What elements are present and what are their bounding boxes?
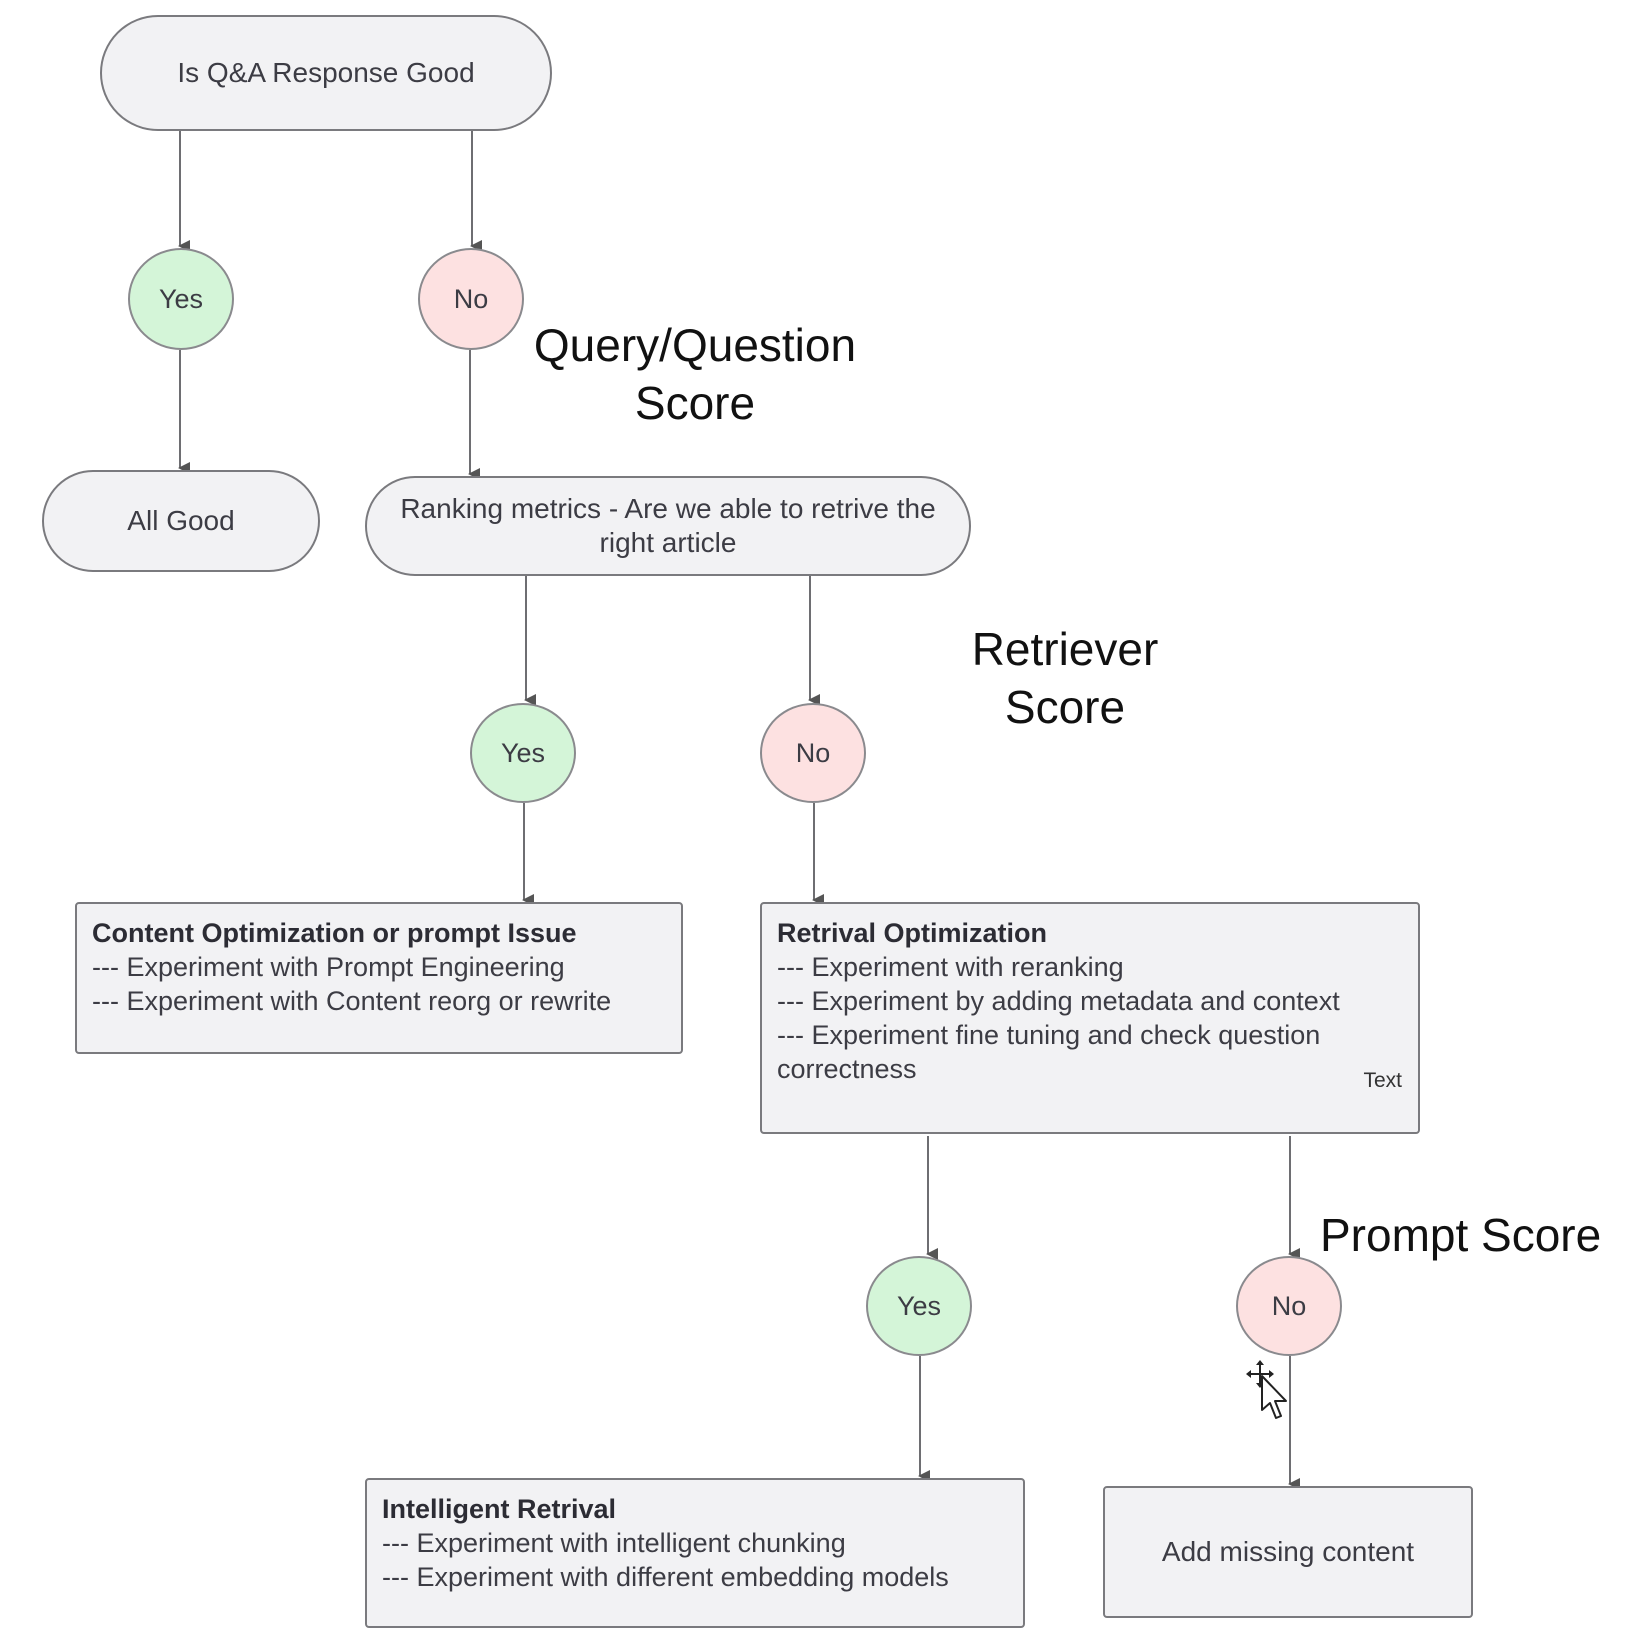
retrival-optimization-item: --- Experiment with reranking [777,952,1124,982]
retriever-score-line2: Score [1004,681,1126,733]
intelligent-retrival-item: --- Experiment with intelligent chunking [382,1528,846,1558]
level3-no-text: No [1271,1291,1307,1321]
query-score-line2: Score [634,377,756,429]
ranking-metrics-line2: right article [599,527,737,558]
level1-no-text: No [453,284,489,314]
all-good-text: All Good [127,505,235,536]
root-question-text: Is Q&A Response Good [177,57,475,88]
retrival-optimization-item: --- Experiment fine tuning and check que… [777,1020,1321,1084]
retriever-score-label: Retriever Score [940,620,1190,736]
intelligent-retrival-item: --- Experiment with different embedding … [382,1562,949,1592]
retrival-optimization-title: Retrival Optimization [777,918,1048,948]
move-cursor-icon [1246,1360,1287,1419]
retrival-optimization-item: --- Experiment by adding metadata and co… [777,986,1340,1016]
level2-no-node: No [760,703,866,803]
level1-yes-node: Yes [128,248,234,350]
level1-yes-text: Yes [158,284,204,314]
level2-no-text: No [795,738,831,768]
text-tag: Text [1363,1069,1402,1092]
level3-yes-node: Yes [866,1256,972,1356]
content-optimization-box: Content Optimization or prompt Issue ---… [75,902,683,1054]
query-score-line1: Query/Question [533,319,857,371]
intelligent-retrival-box: Intelligent Retrival --- Experiment with… [365,1478,1025,1628]
root-question-node: Is Q&A Response Good [100,15,552,131]
level2-yes-text: Yes [500,738,546,768]
add-missing-content-box: Add missing content [1103,1486,1473,1618]
level1-no-node: No [418,248,524,350]
all-good-node: All Good [42,470,320,572]
level3-no-node: No [1236,1256,1342,1356]
prompt-score-label: Prompt Score [1320,1206,1630,1264]
query-question-score-label: Query/Question Score [520,316,870,432]
level3-yes-text: Yes [896,1291,942,1321]
content-optimization-item: --- Experiment with Content reorg or rew… [92,986,612,1016]
content-optimization-title: Content Optimization or prompt Issue [92,918,577,948]
retrival-optimization-box: Retrival Optimization --- Experiment wit… [760,902,1420,1134]
content-optimization-item: --- Experiment with Prompt Engineering [92,952,565,982]
add-missing-content-text: Add missing content [1161,1536,1415,1567]
intelligent-retrival-title: Intelligent Retrival [382,1494,617,1524]
prompt-score-text: Prompt Score [1320,1209,1602,1261]
ranking-metrics-line1: Ranking metrics - Are we able to retrive… [400,493,936,524]
ranking-metrics-node: Ranking metrics - Are we able to retrive… [365,476,971,576]
retriever-score-line1: Retriever [971,623,1159,675]
level2-yes-node: Yes [470,703,576,803]
